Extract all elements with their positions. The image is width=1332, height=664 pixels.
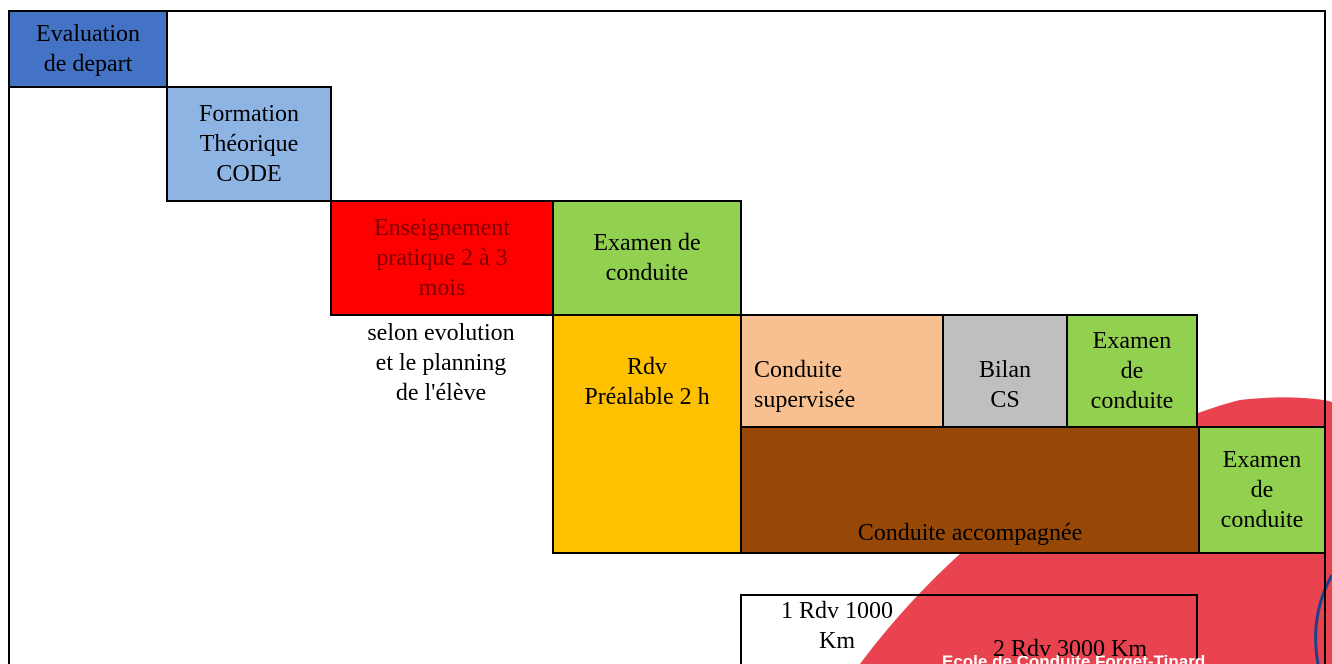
examen-2-line-2: de [1120,358,1144,384]
rdv-3000-label: 2 Rdv 3000 Km [992,636,1147,662]
selon-line-3: de l'élève [395,380,487,406]
examen-1-line-2: conduite [605,260,689,286]
formation-line-3: CODE [216,161,282,187]
examen-3-line-1: Examen [1222,447,1302,473]
enseignement-line-3: mois [418,275,466,301]
rdv-box: Rdv Préalable 2 h [552,314,742,554]
diagram-frame [8,10,1326,664]
conduite-supervisee-box: Conduite supervisée [740,314,944,428]
conduite-accompagnee-label: Conduite accompagnée [857,520,1083,546]
examen-2-line-1: Examen [1092,328,1172,354]
rdv-1000-line-2: Km [819,628,855,654]
rdv-line-1: Rdv [626,354,667,380]
selon-line-1: selon evolution [367,320,515,346]
bilan-line-2: CS [990,387,1020,413]
conduite-supervisee-line-1: Conduite [754,357,842,383]
enseignement-line-2: pratique 2 à 3 [376,245,508,271]
selon-text: selon evolution et le planning de l'élèv… [330,318,552,428]
examen-3-line-2: de [1250,477,1274,503]
evaluation-line-2: de depart [43,51,133,77]
formation-box: Formation Théorique CODE [166,86,332,202]
logo-circle-arc [1314,574,1332,664]
enseignement-box: Enseignement pratique 2 à 3 mois [330,200,554,316]
conduite-accompagnee-box: Conduite accompagnée [740,426,1200,554]
examen-3-line-3: conduite [1220,507,1304,533]
enseignement-line-1: Enseignement [374,215,510,241]
evaluation-box: Evaluation de depart [8,10,168,88]
bilan-line-1: Bilan [979,357,1031,383]
examen-1-line-1: Examen de [593,230,701,256]
bilan-box: Bilan CS [942,314,1068,428]
rdv-1000-line-1: 1 Rdv 1000 [780,598,893,624]
examen-box-2: Examen de conduite [1066,314,1198,428]
examen-2-line-3: conduite [1090,388,1174,414]
conduite-supervisee-line-2: supervisée [754,387,856,413]
selon-line-2: et le planning [375,350,507,376]
formation-line-1: Formation [199,101,299,127]
formation-line-2: Théorique [199,131,299,157]
evaluation-line-1: Evaluation [36,21,140,47]
rdv-3000-text: 2 Rdv 3000 Km [950,634,1190,664]
examen-box-3: Examen de conduite [1198,426,1326,554]
rdv-1000-text: 1 Rdv 1000 Km [742,596,932,664]
rdv-km-box [740,594,1198,664]
logo-name: Ecole de Conduite Forget-Tinard [942,652,1206,664]
rdv-line-2: Préalable 2 h [584,384,710,410]
examen-box-1: Examen de conduite [552,200,742,316]
